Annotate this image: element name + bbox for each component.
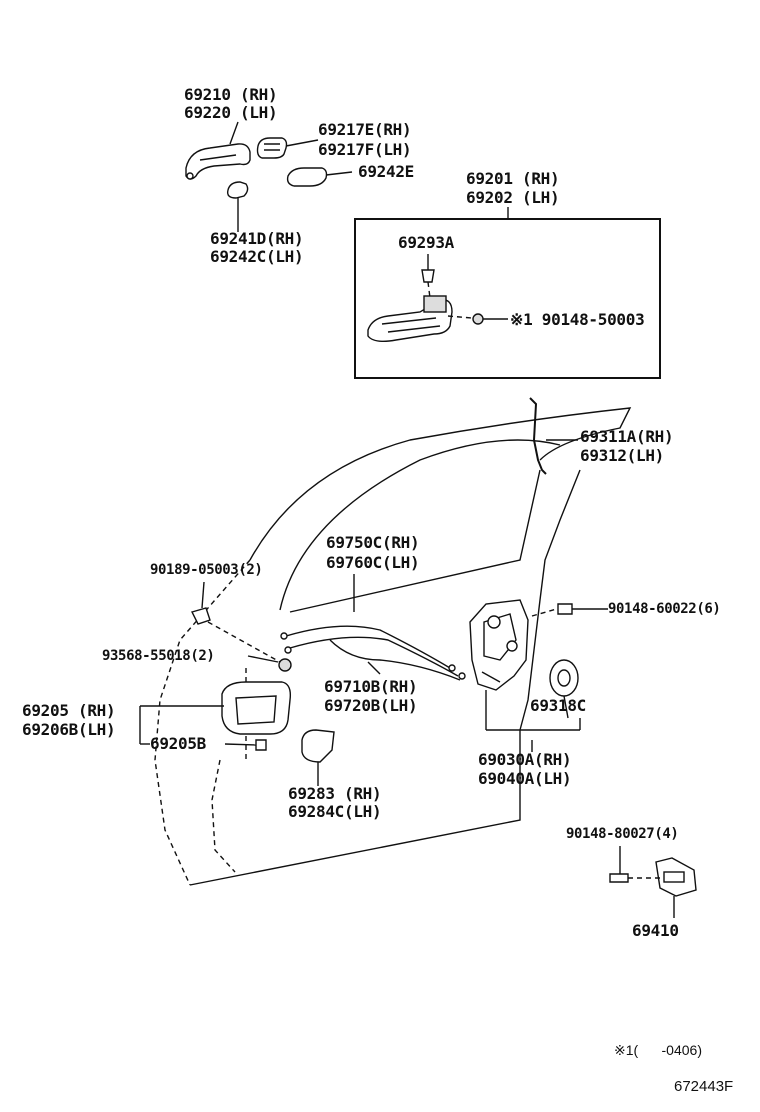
screw-top-label: 90189-05003(2) (150, 562, 263, 578)
handle-frame-lh-label: 69202 (LH) (466, 188, 560, 207)
striker-icon (609, 846, 697, 918)
lock-screw-icon (557, 603, 608, 615)
frame-bolt-label: ※1 90148-50003 (510, 310, 645, 329)
bezel-rh-label: 69283 (RH) (288, 784, 382, 803)
outer-handle-rh-label: 69210 (RH) (184, 85, 278, 104)
handle-frame-rh-label: 69201 (RH) (466, 169, 560, 188)
figure-id: 672443F (674, 1078, 734, 1095)
door-outline (154, 407, 632, 886)
clip-icon (245, 655, 292, 688)
inner-cable-rh-label: 69710B(RH) (324, 677, 418, 696)
handle-frame-icon (367, 254, 508, 343)
handle-pad-lh-label: 69217F(LH) (318, 140, 412, 159)
footnote: ※1( -0406) (614, 1042, 702, 1058)
door-lock-rh-label: 69030A(RH) (478, 750, 572, 769)
door-lock-icon (469, 599, 581, 752)
lock-rod-rh-label: 69311A(RH) (580, 427, 674, 446)
rear-pad-lh-label: 69242C(LH) (210, 247, 304, 266)
striker-screw-label: 90148-80027(4) (566, 826, 679, 842)
rear-pad-rh-label: 69241D(RH) (210, 229, 304, 248)
outer-handle-lh-label: 69220 (LH) (184, 103, 278, 122)
outer-cable-lh-label: 69760C(LH) (326, 553, 420, 572)
lock-cover-icon (549, 659, 579, 719)
door-cables-icon (280, 574, 466, 681)
lock-screw-label: 90148-60022(6) (608, 601, 721, 617)
handle-gasket-icon (286, 167, 353, 187)
outer-door-handle-icon (185, 121, 251, 180)
bezel-icon (301, 729, 335, 786)
handle-gasket-label: 69242E (358, 162, 414, 181)
inner-door-handle-icon (139, 681, 292, 760)
handle-pad-rh-label: 69217E(RH) (318, 120, 412, 139)
inner-cable-lh-label: 69720B(LH) (324, 696, 418, 715)
clip-label: 93568-55018(2) (102, 648, 215, 664)
lock-rod-icon (529, 397, 578, 475)
rear-pad-icon (226, 181, 249, 232)
lock-cover-label: 69318C (530, 696, 586, 715)
frame-insert-label: 69293A (398, 233, 454, 252)
handle-pad-icon (256, 137, 319, 159)
inner-handle-rh-label: 69205 (RH) (22, 701, 116, 720)
lock-rod-lh-label: 69312(LH) (580, 446, 664, 465)
striker-label: 69410 (632, 921, 679, 940)
inner-handle-lh-label: 69206B(LH) (22, 720, 116, 739)
outer-cable-rh-label: 69750C(RH) (326, 533, 420, 552)
bezel-lh-label: 69284C(LH) (288, 802, 382, 821)
door-lock-lh-label: 69040A(LH) (478, 769, 572, 788)
inner-handle-part-label: 69205B (150, 734, 206, 753)
screw-icon (190, 581, 281, 663)
